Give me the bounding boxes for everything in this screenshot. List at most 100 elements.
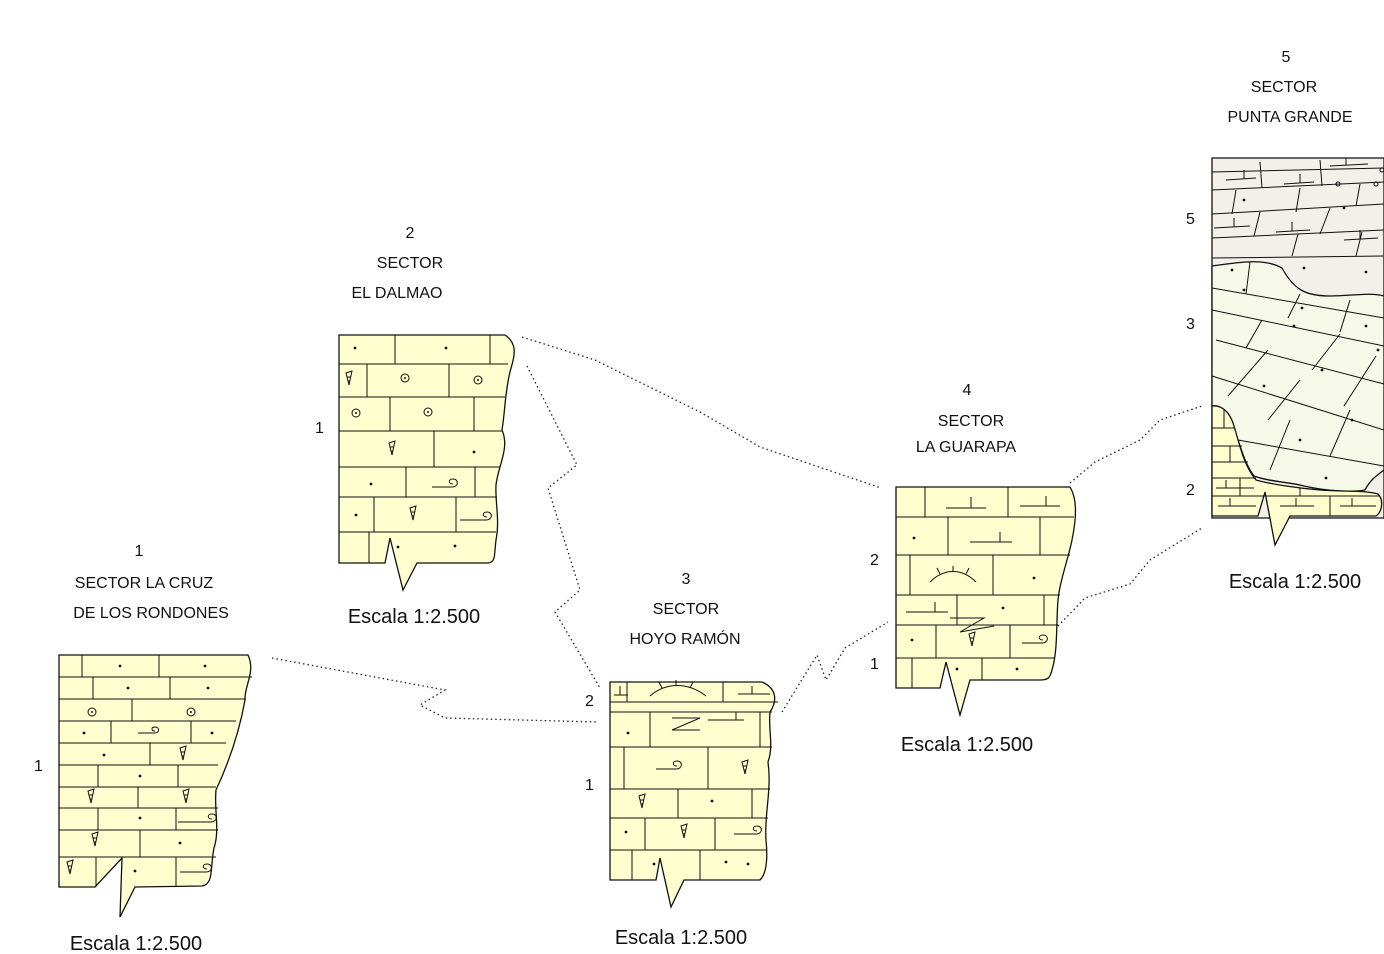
inverted-t-icon — [1340, 498, 1376, 507]
section-3-title-line1: SECTOR — [653, 601, 719, 618]
correlation-line-2-3-outer — [526, 365, 601, 689]
section-2-title-line2: EL DALMAO — [352, 285, 443, 302]
section-1-title-line1: SECTOR LA CRUZ — [75, 575, 214, 592]
ooid-icon — [186, 707, 196, 717]
section-3-number: 3 — [682, 571, 691, 588]
section-1-beds — [59, 655, 252, 887]
inverted-t-icon — [1275, 222, 1311, 233]
gastropod-icon — [460, 511, 492, 521]
bivalve-arc-icon — [929, 566, 977, 583]
inverted-t-icon — [970, 532, 1012, 543]
section-5-unit-2: 2 — [1186, 482, 1195, 499]
section-3-scale: Escala 1:2.500 — [615, 927, 747, 949]
section-3-title-line2: HOYO RAMÓN — [629, 629, 740, 648]
section-1-unit-1: 1 — [34, 758, 43, 775]
correlation-lines — [271, 336, 1203, 723]
shell-fossil-icon — [409, 505, 417, 521]
ooid-icon — [351, 408, 361, 418]
correlation-line-1-3 — [271, 657, 599, 723]
section-5-beds — [1211, 159, 1384, 516]
shell-fossil-icon — [182, 788, 190, 804]
inverted-t-icon — [738, 686, 770, 695]
section-3: 3 SECTOR HOYO RAMÓN — [585, 571, 778, 949]
section-3-beds — [610, 682, 778, 880]
shell-fossil-icon — [680, 823, 688, 839]
section-2-number: 2 — [406, 225, 415, 242]
gastropod-icon — [734, 825, 762, 835]
ooid-icon — [423, 407, 433, 417]
gastropod-icon — [178, 813, 217, 823]
section-4-title-line2: LA GUARAPA — [916, 439, 1017, 456]
section-2-unit-1: 1 — [315, 420, 324, 437]
section-1-scale: Escala 1:2.500 — [70, 933, 202, 954]
section-1-title-line2: DE LOS RONDONES — [73, 605, 229, 622]
section-1-number: 1 — [135, 543, 144, 560]
section-2-scale: Escala 1:2.500 — [348, 606, 480, 628]
gastropod-icon — [1022, 634, 1048, 644]
shell-fossil-icon — [638, 793, 646, 809]
section-4-unit-1: 1 — [870, 656, 879, 673]
section-5-scale: Escala 1:2.500 — [1229, 571, 1361, 593]
inverted-t-icon — [1216, 480, 1254, 489]
section-3-column — [609, 681, 776, 909]
inverted-t-icon — [1329, 158, 1369, 167]
section-2-title-line1: SECTOR — [377, 255, 443, 272]
section-5-symbols — [1213, 158, 1384, 507]
section-2-column — [338, 334, 515, 592]
section-4-title-line1: SECTOR — [938, 413, 1004, 430]
gastropod-icon — [656, 760, 682, 770]
section-3-symbols — [614, 680, 770, 866]
shell-fossil-icon — [66, 859, 74, 875]
section-2-beds — [339, 335, 508, 563]
inverted-t-icon — [1280, 498, 1314, 507]
correlation-line-2-4 — [521, 336, 882, 489]
section-5-title-line2: PUNTA GRANDE — [1227, 109, 1352, 126]
inverted-t-icon — [1225, 170, 1257, 181]
section-3-unit-2: 2 — [585, 693, 594, 710]
section-2-symbols — [345, 346, 492, 549]
section-1-column — [58, 654, 252, 918]
inverted-t-icon — [1343, 230, 1379, 241]
section-2: 2 SECTOR EL DALMAO — [315, 225, 515, 628]
inverted-t-icon — [1020, 496, 1060, 507]
section-1-symbols — [66, 664, 217, 875]
section-5-unit-3: 3 — [1186, 316, 1195, 333]
inverted-t-icon — [1218, 498, 1256, 507]
inverted-t-icon — [708, 712, 744, 721]
section-5-unit-5: 5 — [1186, 211, 1195, 228]
ooid-icon — [400, 373, 410, 383]
inverted-t-icon — [1213, 218, 1251, 229]
section-4-symbols — [906, 496, 1060, 671]
section-3-unit-1: 1 — [585, 777, 594, 794]
gastropod-icon — [180, 863, 212, 873]
section-4-number: 4 — [963, 382, 972, 399]
shell-fossil-icon — [968, 631, 976, 647]
ooid-icon — [87, 707, 97, 717]
shell-fossil-icon — [741, 759, 749, 775]
bivalve-arc-icon — [649, 680, 707, 697]
correlation-line-4-5-lower — [1057, 527, 1203, 627]
section-4-beds — [896, 487, 1074, 688]
shell-fossil-icon — [388, 440, 396, 456]
section-5-title-line1: SECTOR — [1251, 79, 1317, 96]
shell-fossil-icon — [345, 370, 353, 386]
section-1: 1 SECTOR LA CRUZ DE LOS RONDONES — [34, 543, 252, 954]
section-4: 4 SECTOR LA GUARAPA — [870, 382, 1077, 756]
gastropod-icon — [138, 726, 160, 734]
section-5: 5 SECTOR PUNTA GRANDE — [1186, 49, 1384, 593]
shell-fossil-icon — [91, 831, 99, 847]
ooid-icon — [1335, 167, 1384, 187]
gastropod-icon — [432, 478, 458, 488]
inverted-t-icon — [946, 497, 986, 509]
inverted-t-icon — [614, 686, 628, 696]
ooid-icon — [473, 375, 483, 385]
section-5-lower-unit — [1211, 405, 1383, 547]
section-4-unit-2: 2 — [870, 552, 879, 569]
section-5-number: 5 — [1282, 49, 1291, 66]
shell-fossil-icon — [179, 745, 187, 761]
section-4-scale: Escala 1:2.500 — [901, 734, 1033, 756]
shell-fossil-icon — [87, 788, 95, 804]
inverted-t-icon — [1283, 174, 1315, 185]
inverted-t-icon — [906, 602, 948, 613]
